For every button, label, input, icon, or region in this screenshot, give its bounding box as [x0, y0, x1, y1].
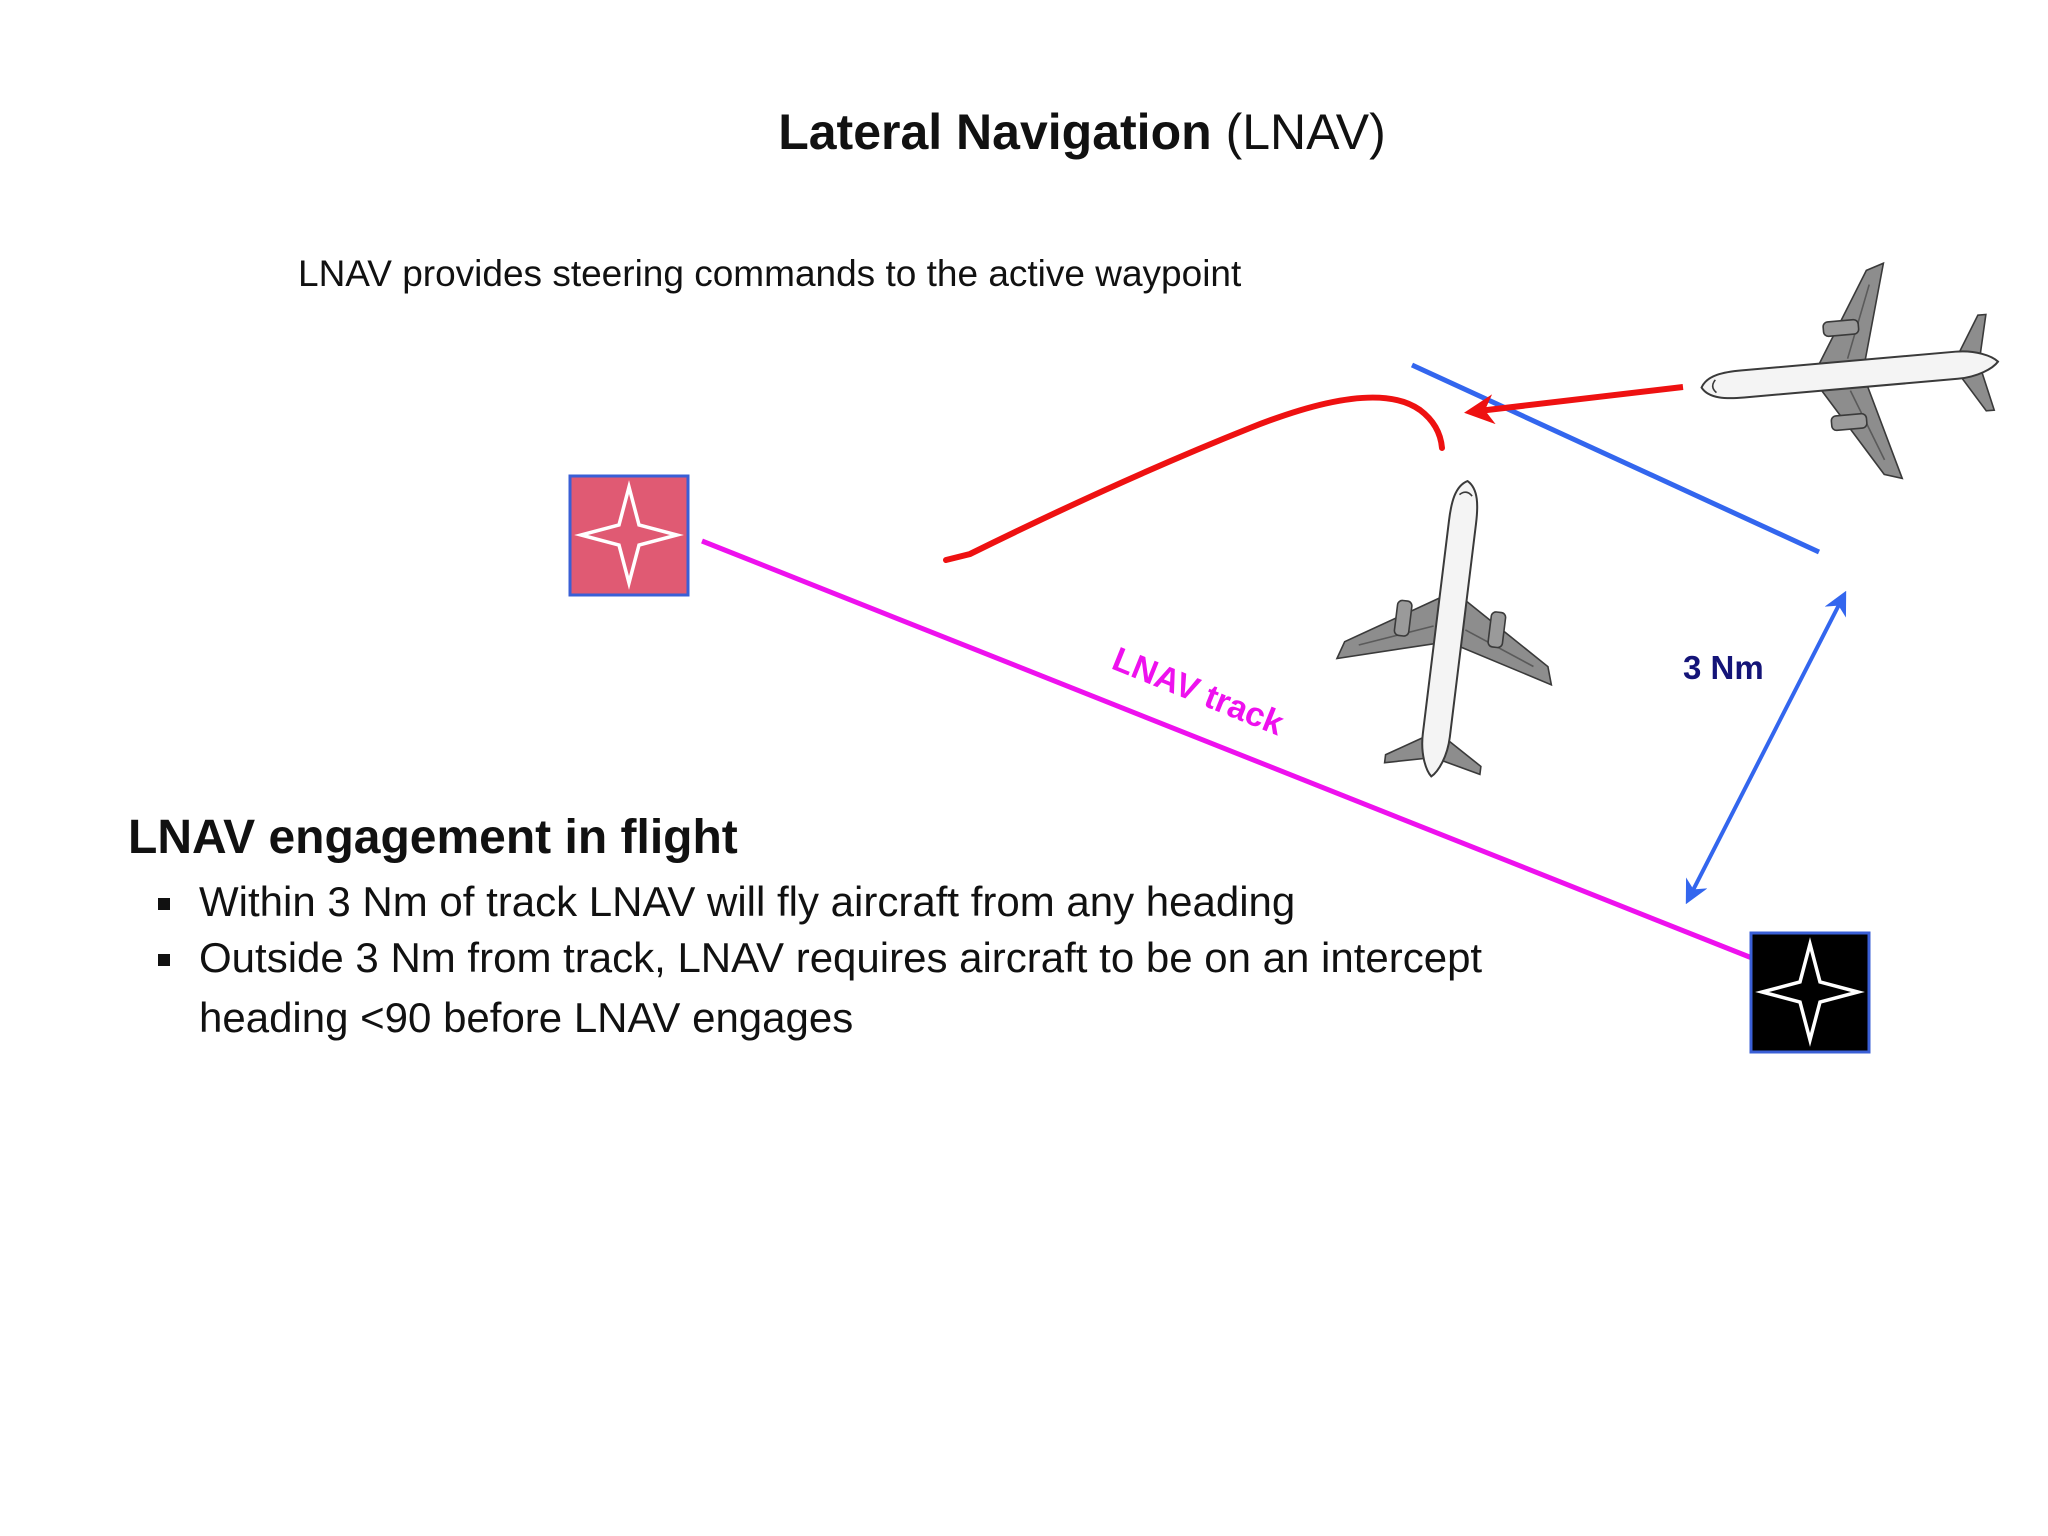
section-heading: LNAV engagement in flight	[128, 811, 738, 864]
aircraft-on-track-icon	[1323, 466, 1576, 791]
bullet-item: Within 3 Nm of track LNAV will fly aircr…	[158, 872, 1488, 932]
distance-label: 3 Nm	[1683, 649, 1764, 686]
title-plain-text: (LNAV)	[1225, 104, 1386, 160]
bullet-text: Outside 3 Nm from track, LNAV requires a…	[199, 934, 1483, 1041]
title-bold-text: Lateral Navigation	[778, 104, 1212, 160]
bullet-item: Outside 3 Nm from track, LNAV requires a…	[158, 928, 1488, 1048]
bullet-square-icon	[158, 898, 170, 910]
waypoint-icon	[1749, 931, 1871, 1054]
bullet-list: Within 3 Nm of track LNAV will fly aircr…	[158, 872, 1488, 1044]
bullet-square-icon	[158, 954, 170, 966]
lnav-track-line	[701, 538, 1753, 961]
aircraft-intercept-icon	[1691, 253, 2009, 497]
slide-title: Lateral Navigation (LNAV)	[0, 102, 2048, 162]
subtitle: LNAV provides steering commands to the a…	[298, 253, 1242, 294]
intercept-path	[943, 394, 1445, 563]
intercept-arrow	[1464, 384, 1684, 425]
lnav-track-label: LNAV track	[1107, 640, 1289, 743]
active-waypoint-icon	[568, 474, 690, 597]
bullet-text: Within 3 Nm of track LNAV will fly aircr…	[199, 878, 1296, 925]
distance-arrow	[1685, 590, 1847, 905]
